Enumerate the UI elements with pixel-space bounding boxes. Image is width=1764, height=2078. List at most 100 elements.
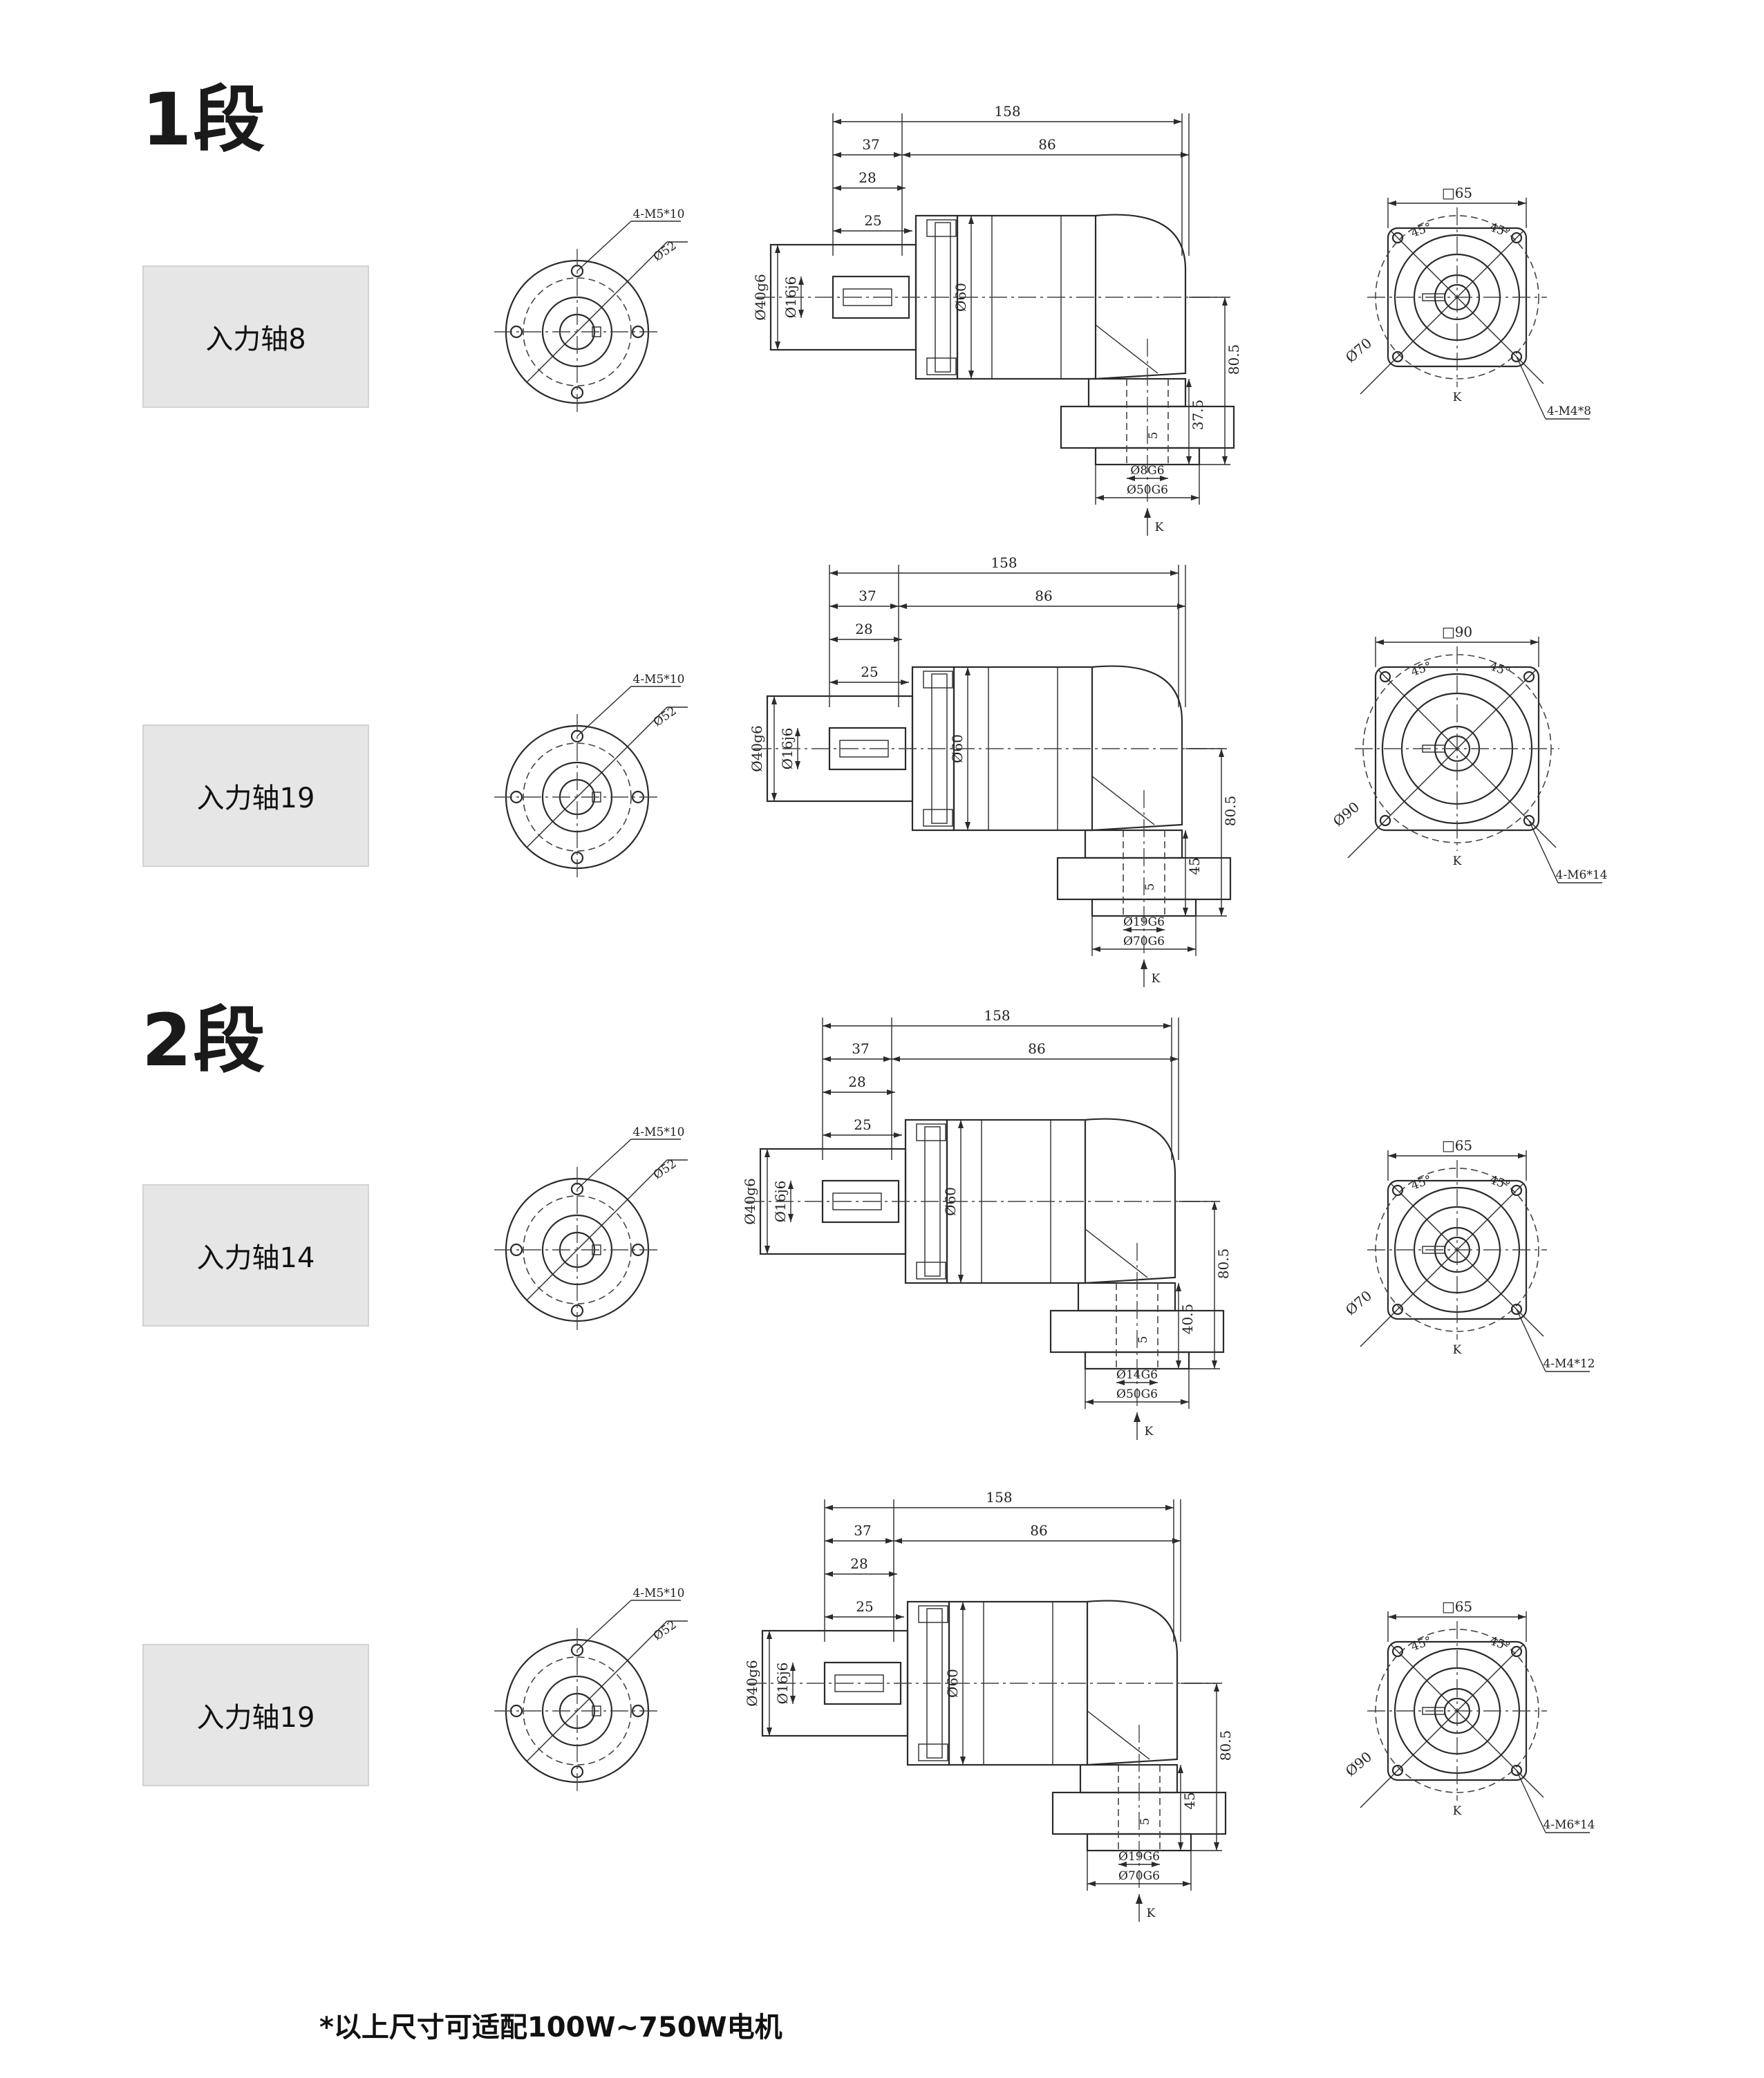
dim-bore: Ø14G6 (1116, 1368, 1158, 1382)
flange-bolt-hole (1510, 1764, 1523, 1777)
shaft-key (843, 288, 892, 306)
dim-flange-pcd: Ø90 (1342, 1748, 1375, 1779)
dim-28: 28 (855, 621, 872, 637)
view-label-k: K (1155, 521, 1164, 534)
flange-view-label-k: K (1453, 391, 1462, 404)
output-neck (1079, 1763, 1179, 1794)
dim-pilot: Ø70G6 (1123, 935, 1165, 948)
flange-bolt-callout: 4-M4*12 (1544, 1357, 1595, 1371)
flange-bolt-hole (1523, 814, 1535, 827)
flange-bolt-hole (1391, 232, 1404, 244)
dim-h3: 5 (1136, 1336, 1150, 1344)
dim-angle-1: 45° (1409, 1634, 1434, 1654)
dim-angle-2: 45° (1488, 659, 1512, 680)
bolt-head (918, 1605, 948, 1623)
dim-158: 158 (984, 1007, 1010, 1024)
dim-28: 28 (850, 1555, 867, 1572)
dim-37: 37 (862, 136, 879, 153)
output-neck (1077, 1282, 1176, 1312)
footnote: *以上尺寸可适配100W~750W电机 (319, 2012, 782, 2043)
dim-h1: 80.5 (1222, 796, 1239, 827)
stage-title-1: 1段 (142, 77, 267, 162)
dim-h1: 80.5 (1215, 1248, 1232, 1280)
dim-angle-1: 45° (1409, 221, 1434, 241)
dim-h3: 5 (1138, 1818, 1152, 1826)
front-pcd-callout: Ø52 (651, 239, 679, 265)
dim-h1: 80.5 (1226, 344, 1242, 375)
shaft-key (839, 740, 889, 758)
elbow (1085, 1118, 1176, 1284)
row-label-4: 入力轴19 (142, 1644, 369, 1786)
flange-bolt-hole (1391, 350, 1404, 363)
housing (946, 1118, 1087, 1284)
flange-bolt-hole (1391, 1645, 1404, 1658)
bolt-head (923, 809, 953, 827)
dim-bore: Ø8G6 (1130, 464, 1164, 478)
housing (956, 214, 1097, 380)
flange-bolt-hole (1391, 1184, 1404, 1197)
flange-bolt-hole (1379, 671, 1391, 683)
bolt-head (926, 357, 957, 375)
dim-flange-pcd: Ø70 (1342, 1287, 1375, 1318)
front-pcd-callout: Ø52 (651, 704, 679, 730)
dim-h1: 80.5 (1217, 1730, 1234, 1761)
dim-h2: 40.5 (1179, 1304, 1196, 1335)
dim-square: □90 (1442, 624, 1472, 640)
dim-bore: Ø19G6 (1123, 915, 1165, 929)
flange-bolt-callout: 4-M4*8 (1547, 404, 1591, 418)
bolt-head (916, 1123, 946, 1141)
dim-86: 86 (1038, 136, 1055, 153)
flange-view-label-k: K (1453, 854, 1462, 868)
dim-86: 86 (1030, 1522, 1047, 1539)
bolt-head (916, 1262, 946, 1280)
dim-25: 25 (856, 1598, 873, 1615)
front-bolt-callout: 4-M5*10 (633, 673, 685, 686)
view-label-k: K (1152, 972, 1161, 986)
dim-86: 86 (1028, 1040, 1045, 1057)
dim-angle-2: 45° (1488, 221, 1512, 241)
dim-pilot: Ø70G6 (1118, 1869, 1160, 1883)
dim-86: 86 (1035, 588, 1052, 604)
dim-square: □65 (1442, 1598, 1472, 1615)
elbow (1095, 214, 1187, 380)
dim-h3: 5 (1147, 432, 1161, 440)
dim-bore: Ø19G6 (1118, 1850, 1160, 1864)
dim-158: 158 (991, 554, 1017, 571)
dim-25: 25 (854, 1116, 871, 1133)
flange-bolt-hole (1510, 1303, 1523, 1316)
dim-flange-pcd: Ø70 (1342, 335, 1375, 366)
dim-pilot: Ø50G6 (1116, 1387, 1158, 1401)
front-pcd-callout: Ø52 (651, 1618, 679, 1644)
output-neck (1084, 829, 1183, 859)
front-bolt-callout: 4-M5*10 (633, 207, 685, 221)
front-bolt-callout: 4-M5*10 (633, 1586, 685, 1600)
dim-flange-pcd: Ø90 (1330, 798, 1362, 830)
dim-37: 37 (852, 1040, 869, 1057)
housing (948, 1600, 1089, 1766)
row-label-1: 入力轴8 (142, 265, 369, 408)
flange-bolt-hole (1510, 232, 1523, 244)
dim-h2: 37.5 (1190, 400, 1206, 431)
row-label-3: 入力轴14 (142, 1184, 369, 1327)
stage-title-2: 2段 (142, 998, 267, 1083)
flange-bolt-hole (1510, 1184, 1523, 1197)
dim-pilot: Ø50G6 (1127, 483, 1168, 497)
dim-square: □65 (1442, 185, 1472, 201)
flange-view-label-k: K (1453, 1804, 1462, 1818)
dim-angle-1: 45° (1409, 659, 1434, 680)
elbow (1087, 1600, 1179, 1766)
housing (953, 666, 1094, 832)
bolt-head (923, 671, 953, 689)
dim-25: 25 (864, 212, 881, 229)
flange-bolt-hole (1510, 350, 1523, 363)
flange-bolt-hole (1391, 1764, 1404, 1777)
dim-28: 28 (858, 169, 876, 186)
bolt-head (918, 1743, 948, 1761)
